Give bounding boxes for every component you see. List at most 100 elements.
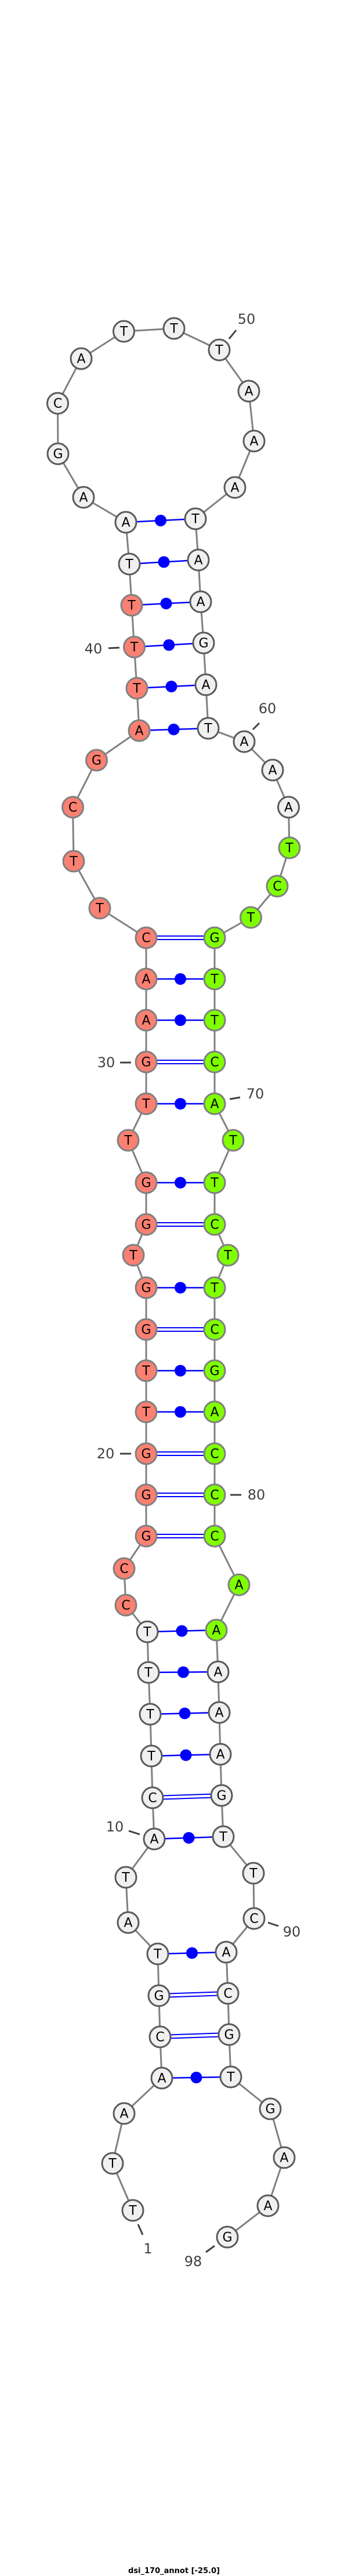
nucleotide-44[interactable]: A [72,486,95,509]
nucleotide-88[interactable]: T [212,1825,235,1848]
nucleotide-7[interactable]: T [146,1942,169,1966]
nucleotide-77[interactable]: G [203,1359,226,1382]
nucleotide-62[interactable]: A [277,796,300,819]
nucleotide-70[interactable]: A [203,1092,226,1115]
nucleotide-43[interactable]: A [114,511,137,534]
nucleotide-13[interactable]: T [139,1703,162,1726]
nucleotide-65[interactable]: T [240,906,262,929]
nucleotide-31[interactable]: A [135,1009,158,1032]
base-pair [139,724,209,735]
nucleotide-53[interactable]: A [223,476,246,499]
nucleotide-74[interactable]: T [216,1244,240,1267]
nucleotide-91[interactable]: A [215,1941,238,1964]
nucleotide-41[interactable]: T [120,594,143,617]
nucleotide-5[interactable]: C [148,2025,172,2048]
nucleotide-22[interactable]: T [135,1359,158,1382]
nucleotide-36[interactable]: C [61,796,84,819]
nucleotide-56[interactable]: A [189,590,212,613]
nucleotide-80[interactable]: C [203,1483,226,1506]
nucleotide-8[interactable]: A [117,1911,140,1934]
nucleotide-85[interactable]: A [208,1701,231,1724]
nucleotide-6[interactable]: G [147,1984,171,2007]
nucleotide-37[interactable]: G [85,749,108,772]
nucleotide-89[interactable]: T [242,1862,265,1885]
nucleotide-45[interactable]: G [46,442,70,465]
nucleotide-81[interactable]: C [203,1524,226,1548]
nucleotide-66[interactable]: G [203,926,226,949]
nucleotide-2[interactable]: T [101,2152,124,2175]
nucleotide-86[interactable]: A [209,1743,232,1766]
nucleotide-3[interactable]: A [113,2102,136,2125]
nucleotide-27[interactable]: G [135,1171,158,1194]
nucleotide-90[interactable]: C [242,1907,266,1930]
nucleotide-39[interactable]: T [125,677,148,700]
nucleotide-29[interactable]: T [135,1092,158,1115]
nucleotide-19[interactable]: G [135,1483,158,1506]
nucleotide-83[interactable]: A [205,1618,228,1642]
nucleotide-76[interactable]: C [203,1318,226,1341]
nucleotide-64[interactable]: C [266,875,289,898]
base-pair [136,681,206,692]
nucleotide-24[interactable]: G [135,1276,158,1299]
nucleotide-16[interactable]: C [114,1594,137,1617]
nucleotide-4[interactable]: A [150,2066,173,2090]
nucleotide-54[interactable]: T [184,507,207,530]
nucleotide-23[interactable]: G [135,1318,158,1341]
nucleotide-21[interactable]: T [135,1400,158,1424]
nucleotide-12[interactable]: T [140,1744,163,1768]
nucleotide-79[interactable]: C [203,1442,226,1465]
nucleotide-32[interactable]: A [135,967,158,991]
nucleotide-46[interactable]: C [46,392,69,415]
nucleotide-59[interactable]: T [197,717,220,740]
nucleotide-95[interactable]: G [259,2097,282,2120]
nucleotide-55[interactable]: A [187,548,210,572]
nucleotide-60[interactable]: A [233,730,256,753]
nucleotide-84[interactable]: A [206,1660,230,1683]
nucleotide-9[interactable]: T [114,1866,137,1889]
nucleotide-96[interactable]: A [273,2146,296,2169]
nucleotide-67[interactable]: T [203,967,226,991]
nucleotide-87[interactable]: G [210,1784,233,1807]
nucleotide-61[interactable]: A [261,758,284,782]
nucleotide-28[interactable]: T [117,1129,140,1152]
nucleotide-63[interactable]: T [278,836,301,859]
nucleotide-33[interactable]: C [135,926,158,949]
nucleotide-15[interactable]: T [136,1620,159,1643]
nucleotide-42[interactable]: T [118,552,141,576]
nucleotide-49[interactable]: T [162,317,186,340]
nucleotide-17[interactable]: C [113,1557,136,1580]
nucleotide-35[interactable]: T [62,850,85,873]
nucleotide-50[interactable]: T [208,338,231,362]
nucleotide-78[interactable]: A [203,1400,226,1424]
nucleotide-18[interactable]: G [135,1524,158,1548]
nucleotide-94[interactable]: T [219,2065,242,2089]
nucleotide-1[interactable]: T [121,2199,144,2222]
nucleotide-97[interactable]: A [256,2194,280,2217]
nucleotide-58[interactable]: A [194,673,217,696]
nucleotide-92[interactable]: C [216,1982,240,2005]
nucleotide-52[interactable]: A [242,429,266,453]
nucleotide-25[interactable]: T [122,1244,145,1267]
nucleotide-14[interactable]: T [137,1661,160,1684]
nucleotide-47[interactable]: A [70,347,93,370]
nucleotide-10[interactable]: A [143,1827,166,1851]
nucleotide-34[interactable]: T [88,897,111,920]
nucleotide-51[interactable]: A [237,380,260,403]
nucleotide-98[interactable]: G [216,2225,239,2249]
nucleotide-93[interactable]: G [217,2023,241,2046]
nucleotide-38[interactable]: A [128,719,151,742]
nucleotide-20[interactable]: G [135,1442,158,1465]
nucleotide-75[interactable]: T [203,1276,226,1299]
nucleotide-69[interactable]: C [203,1050,226,1074]
nucleotide-26[interactable]: G [135,1213,158,1236]
nucleotide-11[interactable]: C [141,1786,164,1809]
nucleotide-72[interactable]: T [203,1171,226,1194]
nucleotide-40[interactable]: T [123,635,146,659]
nucleotide-82[interactable]: A [227,1573,251,1596]
nucleotide-71[interactable]: T [222,1129,245,1152]
nucleotide-73[interactable]: C [203,1213,226,1236]
nucleotide-30[interactable]: G [135,1050,158,1074]
nucleotide-57[interactable]: G [192,631,215,655]
nucleotide-48[interactable]: T [113,320,135,343]
nucleotide-68[interactable]: T [203,1009,226,1032]
